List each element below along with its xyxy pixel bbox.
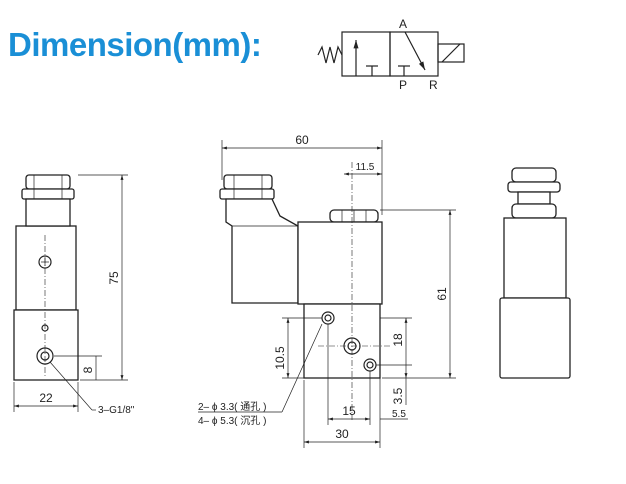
dim-18-label: 18: [391, 333, 405, 347]
dim-75-label: 75: [107, 271, 121, 285]
port-r-label: R: [429, 78, 438, 92]
dim-11-5-label: 11.5: [356, 162, 375, 173]
right-view: [499, 167, 571, 379]
dim-61-label: 61: [435, 287, 449, 301]
dim-10-5-label: 10.5: [273, 346, 287, 370]
dim-5-5-label: 5.5: [392, 409, 406, 420]
dim-3-5-label: 3.5: [391, 387, 405, 404]
dim-22-label: 22: [39, 391, 53, 405]
front-view: 60 11.5 61 18 3.5 10.5 15 5.5 30: [198, 133, 456, 448]
valve-symbol: A P R: [317, 17, 465, 92]
valve-box-left: [341, 31, 391, 77]
dim-30-label: 30: [335, 427, 349, 441]
dim-8-label: 8: [81, 366, 95, 373]
port-p-label: P: [399, 78, 407, 92]
valve-box-right: [389, 31, 439, 77]
hole-counterbore-note: 4– ϕ 5.3( 沉孔 ): [198, 414, 266, 427]
solenoid-icon: [437, 43, 465, 63]
page-title: Dimension(mm):: [8, 26, 262, 63]
spring-icon: [317, 45, 343, 64]
port-thread-note: 3–G1/8": [98, 405, 135, 416]
left-view: 75 8 22 3–G1/8": [13, 174, 135, 416]
port-a-label: A: [399, 17, 407, 31]
hole-through-note: 2– ϕ 3.3( 通孔 ): [198, 401, 266, 413]
dim-60-label: 60: [295, 133, 309, 147]
dim-15-label: 15: [342, 404, 356, 418]
